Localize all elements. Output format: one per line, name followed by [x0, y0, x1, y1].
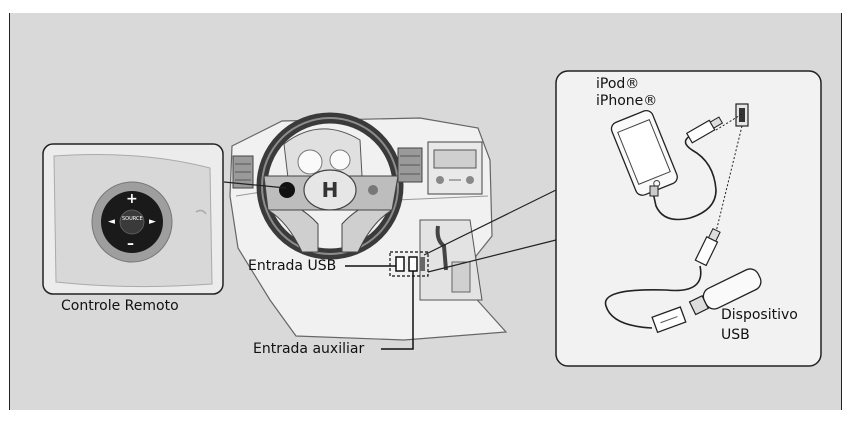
right-air-vent	[397, 147, 423, 183]
dashed-connection	[715, 113, 743, 233]
frame-left-edge	[9, 13, 10, 410]
aux-leader-line	[381, 271, 414, 350]
iphone-device	[610, 109, 678, 196]
remote-plus-label: +	[126, 191, 138, 207]
remote-minus-label: –	[127, 236, 134, 252]
remote-control-label: Controle Remoto	[61, 298, 179, 314]
aux-port	[408, 256, 418, 272]
remote-inset	[42, 143, 224, 295]
audio-head-unit	[427, 141, 483, 195]
remote-button-highlight	[279, 182, 295, 198]
gear-shifter	[435, 225, 448, 271]
left-air-vent	[232, 155, 254, 189]
usb-input-label: Entrada USB	[248, 258, 337, 274]
remote-source-label: SOURCE	[122, 216, 143, 222]
center-console	[419, 219, 483, 301]
ipod-label: iPod®	[596, 76, 640, 92]
frame-right-edge	[841, 13, 842, 410]
instrument-cluster	[283, 128, 363, 179]
svg-text:H: H	[322, 178, 339, 202]
aux-input-label: Entrada auxiliar	[253, 341, 365, 357]
usb-flash-drive	[688, 268, 762, 316]
remote-right-label: ►	[149, 217, 156, 227]
usb-socket-icon	[735, 103, 749, 127]
remote-left-label: ◄	[108, 217, 115, 227]
usb-port	[395, 256, 405, 272]
usb-device-label-line1: Dispositivo	[721, 307, 798, 323]
lightning-cable	[649, 116, 724, 221]
source-button	[119, 209, 145, 235]
usb-device-label-line2: USB	[721, 327, 750, 343]
callout-lines	[223, 181, 557, 273]
iphone-label: iPhone®	[596, 93, 658, 109]
usb-extension-cable	[604, 228, 721, 334]
